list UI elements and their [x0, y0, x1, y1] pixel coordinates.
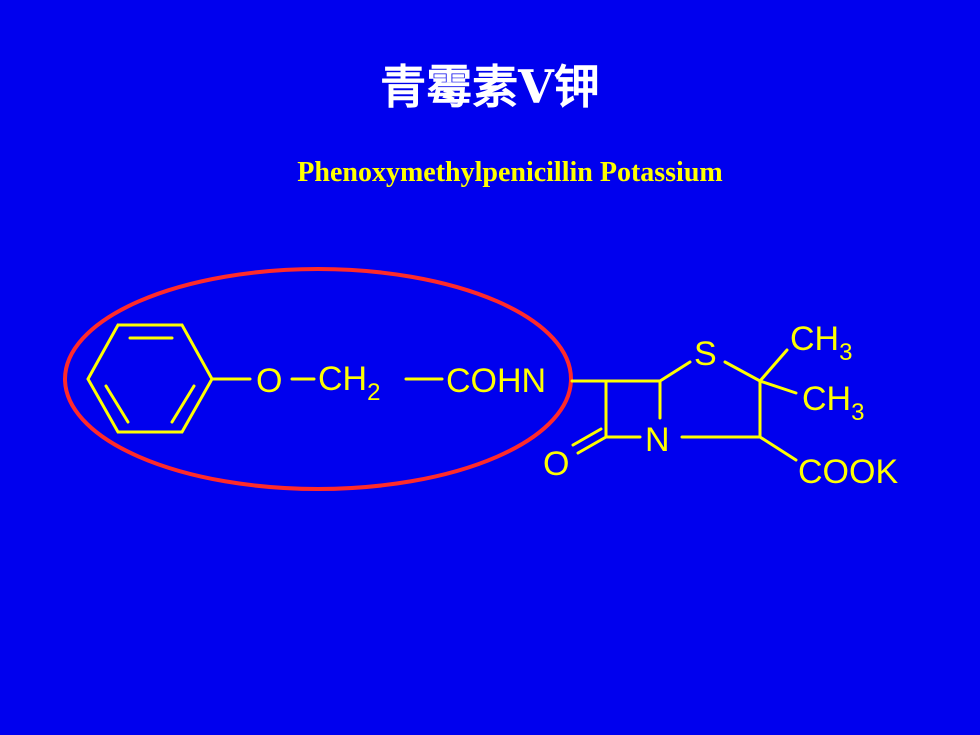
thiazolidine-ring [658, 348, 798, 462]
atom-ch3-top-main: CH [790, 320, 839, 358]
atom-ch2-sub: 2 [367, 379, 380, 406]
beta-lactam-ring [571, 379, 662, 455]
atom-o-ether: O [256, 362, 282, 400]
atom-cook: COOK [798, 453, 898, 491]
atom-cohn: COHN [446, 362, 546, 400]
atom-n: N [645, 421, 670, 459]
atom-ch3-bottom-main: CH [802, 380, 851, 418]
atom-ch2-main: CH [318, 360, 367, 398]
atom-o-carbonyl: O [543, 445, 569, 483]
slide-title: 青霉素V钾 [380, 60, 600, 114]
benzene-ring [86, 323, 214, 434]
atom-ch3-bottom: CH3 [802, 380, 864, 426]
atom-ch3-top: CH3 [790, 320, 852, 366]
highlight-ellipse [63, 267, 573, 491]
atom-ch3-top-sub: 3 [839, 339, 852, 366]
slide-subtitle: Phenoxymethylpenicillin Potassium [297, 157, 723, 188]
atom-ch2: CH2 [318, 360, 380, 406]
atom-ch3-bottom-sub: 3 [851, 399, 864, 426]
atom-s: S [694, 335, 717, 373]
